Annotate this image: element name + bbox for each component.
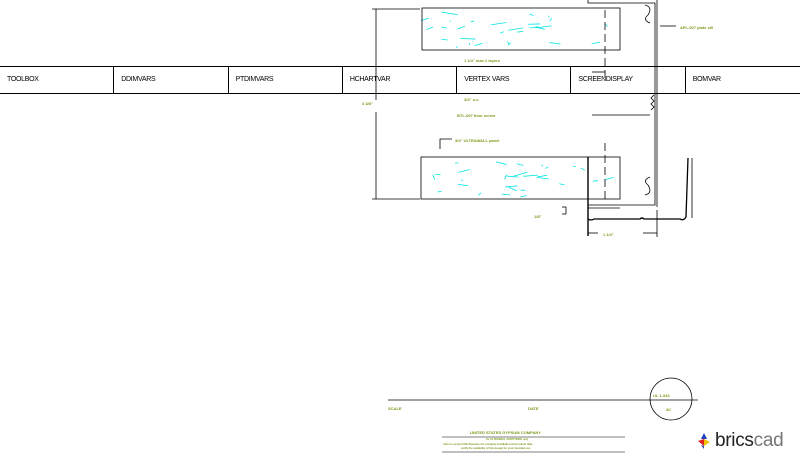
logo-text-cad: cad <box>753 430 784 451</box>
fiber-stroke <box>559 183 565 186</box>
fiber-stroke <box>470 20 475 23</box>
fiber-stroke <box>478 192 482 196</box>
toolbar-ptdimvars[interactable]: PTDIMVARS <box>229 67 343 93</box>
fiber-stroke <box>474 42 483 46</box>
fiber-stroke <box>541 164 544 167</box>
scale-label: SCALE <box>388 406 402 411</box>
fiber-stroke <box>508 27 524 31</box>
titleblock-line-3: verify the suitability of this design fo… <box>461 446 531 450</box>
fiber-stroke <box>499 31 504 34</box>
fiber-stroke <box>545 166 549 169</box>
plate-sill-label: APL-007 plate sill <box>680 25 713 30</box>
fiber-stroke <box>517 31 524 33</box>
fiber-stroke <box>535 25 552 29</box>
title-block: SCALE DATE UL 1-343 3C UNITED STATES GYP… <box>388 377 698 453</box>
annotations: APL-007 plate sill 1 1/4" max 2 layers 3… <box>362 25 713 237</box>
fiber-stroke <box>505 185 518 188</box>
fiber-stroke <box>508 186 517 192</box>
fiber-stroke <box>435 173 441 176</box>
fiber-stroke <box>468 42 471 46</box>
width-dimension: 1 1/4" <box>603 232 614 237</box>
fiber-stroke <box>507 41 510 45</box>
fiber-stroke <box>460 179 463 181</box>
fiber-stroke <box>580 167 586 171</box>
height-dimension: 3 3/8" <box>362 101 373 106</box>
titleblock-line-2: refer to current USG literature for comp… <box>443 442 533 446</box>
fiber-stroke <box>490 22 507 26</box>
fiber-stroke <box>458 169 470 173</box>
fiber-stroke <box>516 163 524 166</box>
fiber-stroke <box>506 175 519 178</box>
cad-toolbar: TOOLBOX DDIMVARS PTDIMVARS HCHARTVAR VER… <box>0 66 800 94</box>
toolbar-ddimvars[interactable]: DDIMVARS <box>114 67 229 93</box>
company-name: UNITED STATES GYPSUM COMPANY <box>470 430 541 435</box>
fiber-stroke <box>432 174 435 180</box>
bricscad-logo-icon <box>698 433 710 449</box>
toolbar-vertex-vars[interactable]: VERTEX VARS <box>457 67 572 93</box>
toolbar-toolbox[interactable]: TOOLBOX <box>0 67 115 93</box>
fiber-stroke <box>449 20 451 23</box>
fiber-stroke <box>529 13 534 16</box>
sheet-number: 3C <box>666 407 671 412</box>
fiber-stroke <box>495 161 507 165</box>
titleblock-line-1: for ULTRAWALL PARTITIONS only <box>486 437 529 441</box>
fiber-stroke <box>523 174 538 177</box>
fiber-stroke <box>605 23 608 28</box>
panel-label: 3/4" ULTRAWALL panel <box>455 138 499 143</box>
toolbar-bomvar[interactable]: BOMVAR <box>692 76 721 83</box>
floor-screw-label: BTL-007 floor screw <box>457 113 496 118</box>
fiber-stroke <box>441 38 448 41</box>
fiber-stroke <box>549 18 553 22</box>
spacing-top-label: 1 1/4" max 2 layers <box>464 58 501 63</box>
fiber-stroke <box>441 26 448 29</box>
fiber-stroke <box>529 26 539 29</box>
fiber-stroke <box>520 195 527 198</box>
fiber-stroke <box>513 171 528 177</box>
fiber-stroke <box>592 180 599 182</box>
logo-text-brics: brics <box>715 430 754 451</box>
fiber-stroke <box>437 190 442 193</box>
fiber-stroke <box>426 26 434 30</box>
toolbar-hchartvar[interactable]: HCHARTVAR <box>343 67 458 93</box>
detail-number: UL 1-343 <box>653 393 670 398</box>
bottom-panel-outline <box>420 156 621 200</box>
fiber-stroke <box>591 41 601 45</box>
wall-section-linework <box>372 0 693 237</box>
fiber-stroke <box>507 42 511 46</box>
fiber-stroke <box>549 42 561 45</box>
fiber-stroke <box>536 176 549 180</box>
fiber-stroke <box>605 177 614 180</box>
top-panel-outline <box>421 7 621 51</box>
toolbar-screendisplay[interactable]: SCREENDISPLAY <box>571 67 686 93</box>
fiber-stroke <box>536 174 548 178</box>
fiber-stroke <box>457 26 466 30</box>
fiber-stroke <box>504 174 507 180</box>
fiber-stroke <box>460 37 476 40</box>
panel-fiber-pattern <box>420 11 614 198</box>
gap-dimension: 1/8" <box>534 214 542 219</box>
spacing-bottom-label: 3/4" o.c. <box>464 97 479 102</box>
fiber-stroke <box>501 193 511 196</box>
fiber-stroke <box>457 183 468 187</box>
date-label: DATE <box>528 406 539 411</box>
fiber-stroke <box>456 46 458 49</box>
fiber-stroke <box>441 11 458 16</box>
